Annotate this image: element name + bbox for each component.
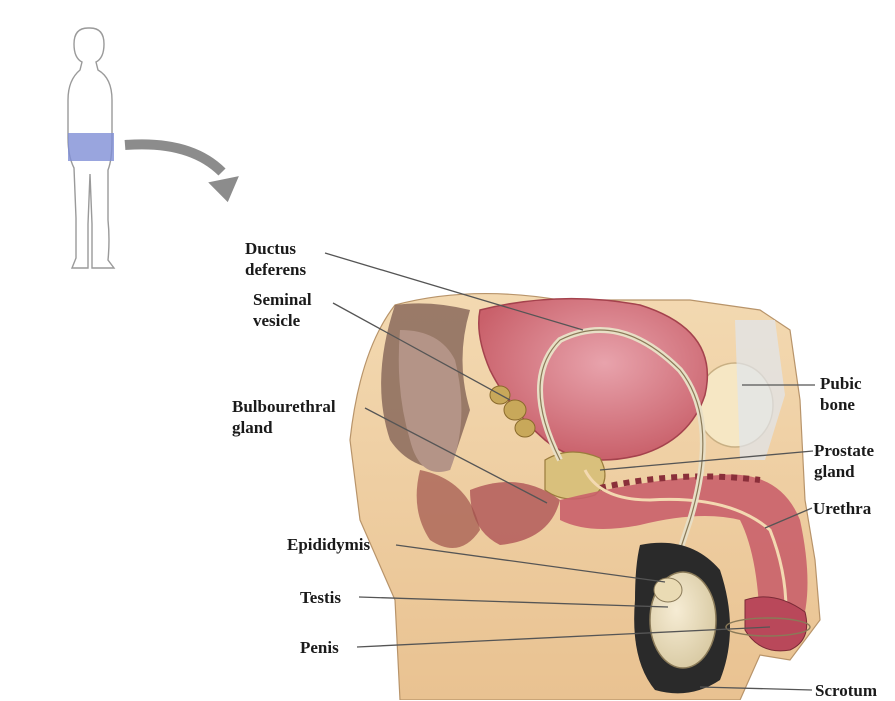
label-scrotum-text: Scrotum	[815, 680, 877, 701]
label-pubic-bone-line2: bone	[820, 394, 862, 415]
label-prostate-gland-line1: Prostate	[814, 440, 874, 461]
label-epididymis: Epididymis	[287, 534, 370, 555]
label-bulbourethral-gland-line1: Bulbourethral	[232, 396, 336, 417]
label-ductus-deferens-line1: Ductus	[245, 238, 306, 259]
pelvis-cross-section	[350, 294, 820, 700]
label-testis-text: Testis	[300, 587, 341, 608]
label-seminal-vesicle-line2: vesicle	[253, 310, 312, 331]
label-urethra: Urethra	[813, 498, 871, 519]
label-prostate-gland: Prostate gland	[814, 440, 874, 482]
label-urethra-text: Urethra	[813, 498, 871, 519]
label-ductus-deferens: Ductus deferens	[245, 238, 306, 280]
label-pubic-bone-line1: Pubic	[820, 373, 862, 394]
label-epididymis-text: Epididymis	[287, 534, 370, 555]
label-prostate-gland-line2: gland	[814, 461, 874, 482]
label-pubic-bone: Pubic bone	[820, 373, 862, 415]
label-seminal-vesicle: Seminal vesicle	[253, 289, 312, 331]
label-testis: Testis	[300, 587, 341, 608]
label-bulbourethral-gland-line2: gland	[232, 417, 336, 438]
label-penis: Penis	[300, 637, 339, 658]
zoom-arrow	[125, 144, 239, 203]
region-highlight-box	[68, 133, 114, 161]
label-scrotum: Scrotum	[815, 680, 877, 701]
label-bulbourethral-gland: Bulbourethral gland	[232, 396, 336, 438]
label-ductus-deferens-line2: deferens	[245, 259, 306, 280]
label-penis-text: Penis	[300, 637, 339, 658]
label-seminal-vesicle-line1: Seminal	[253, 289, 312, 310]
